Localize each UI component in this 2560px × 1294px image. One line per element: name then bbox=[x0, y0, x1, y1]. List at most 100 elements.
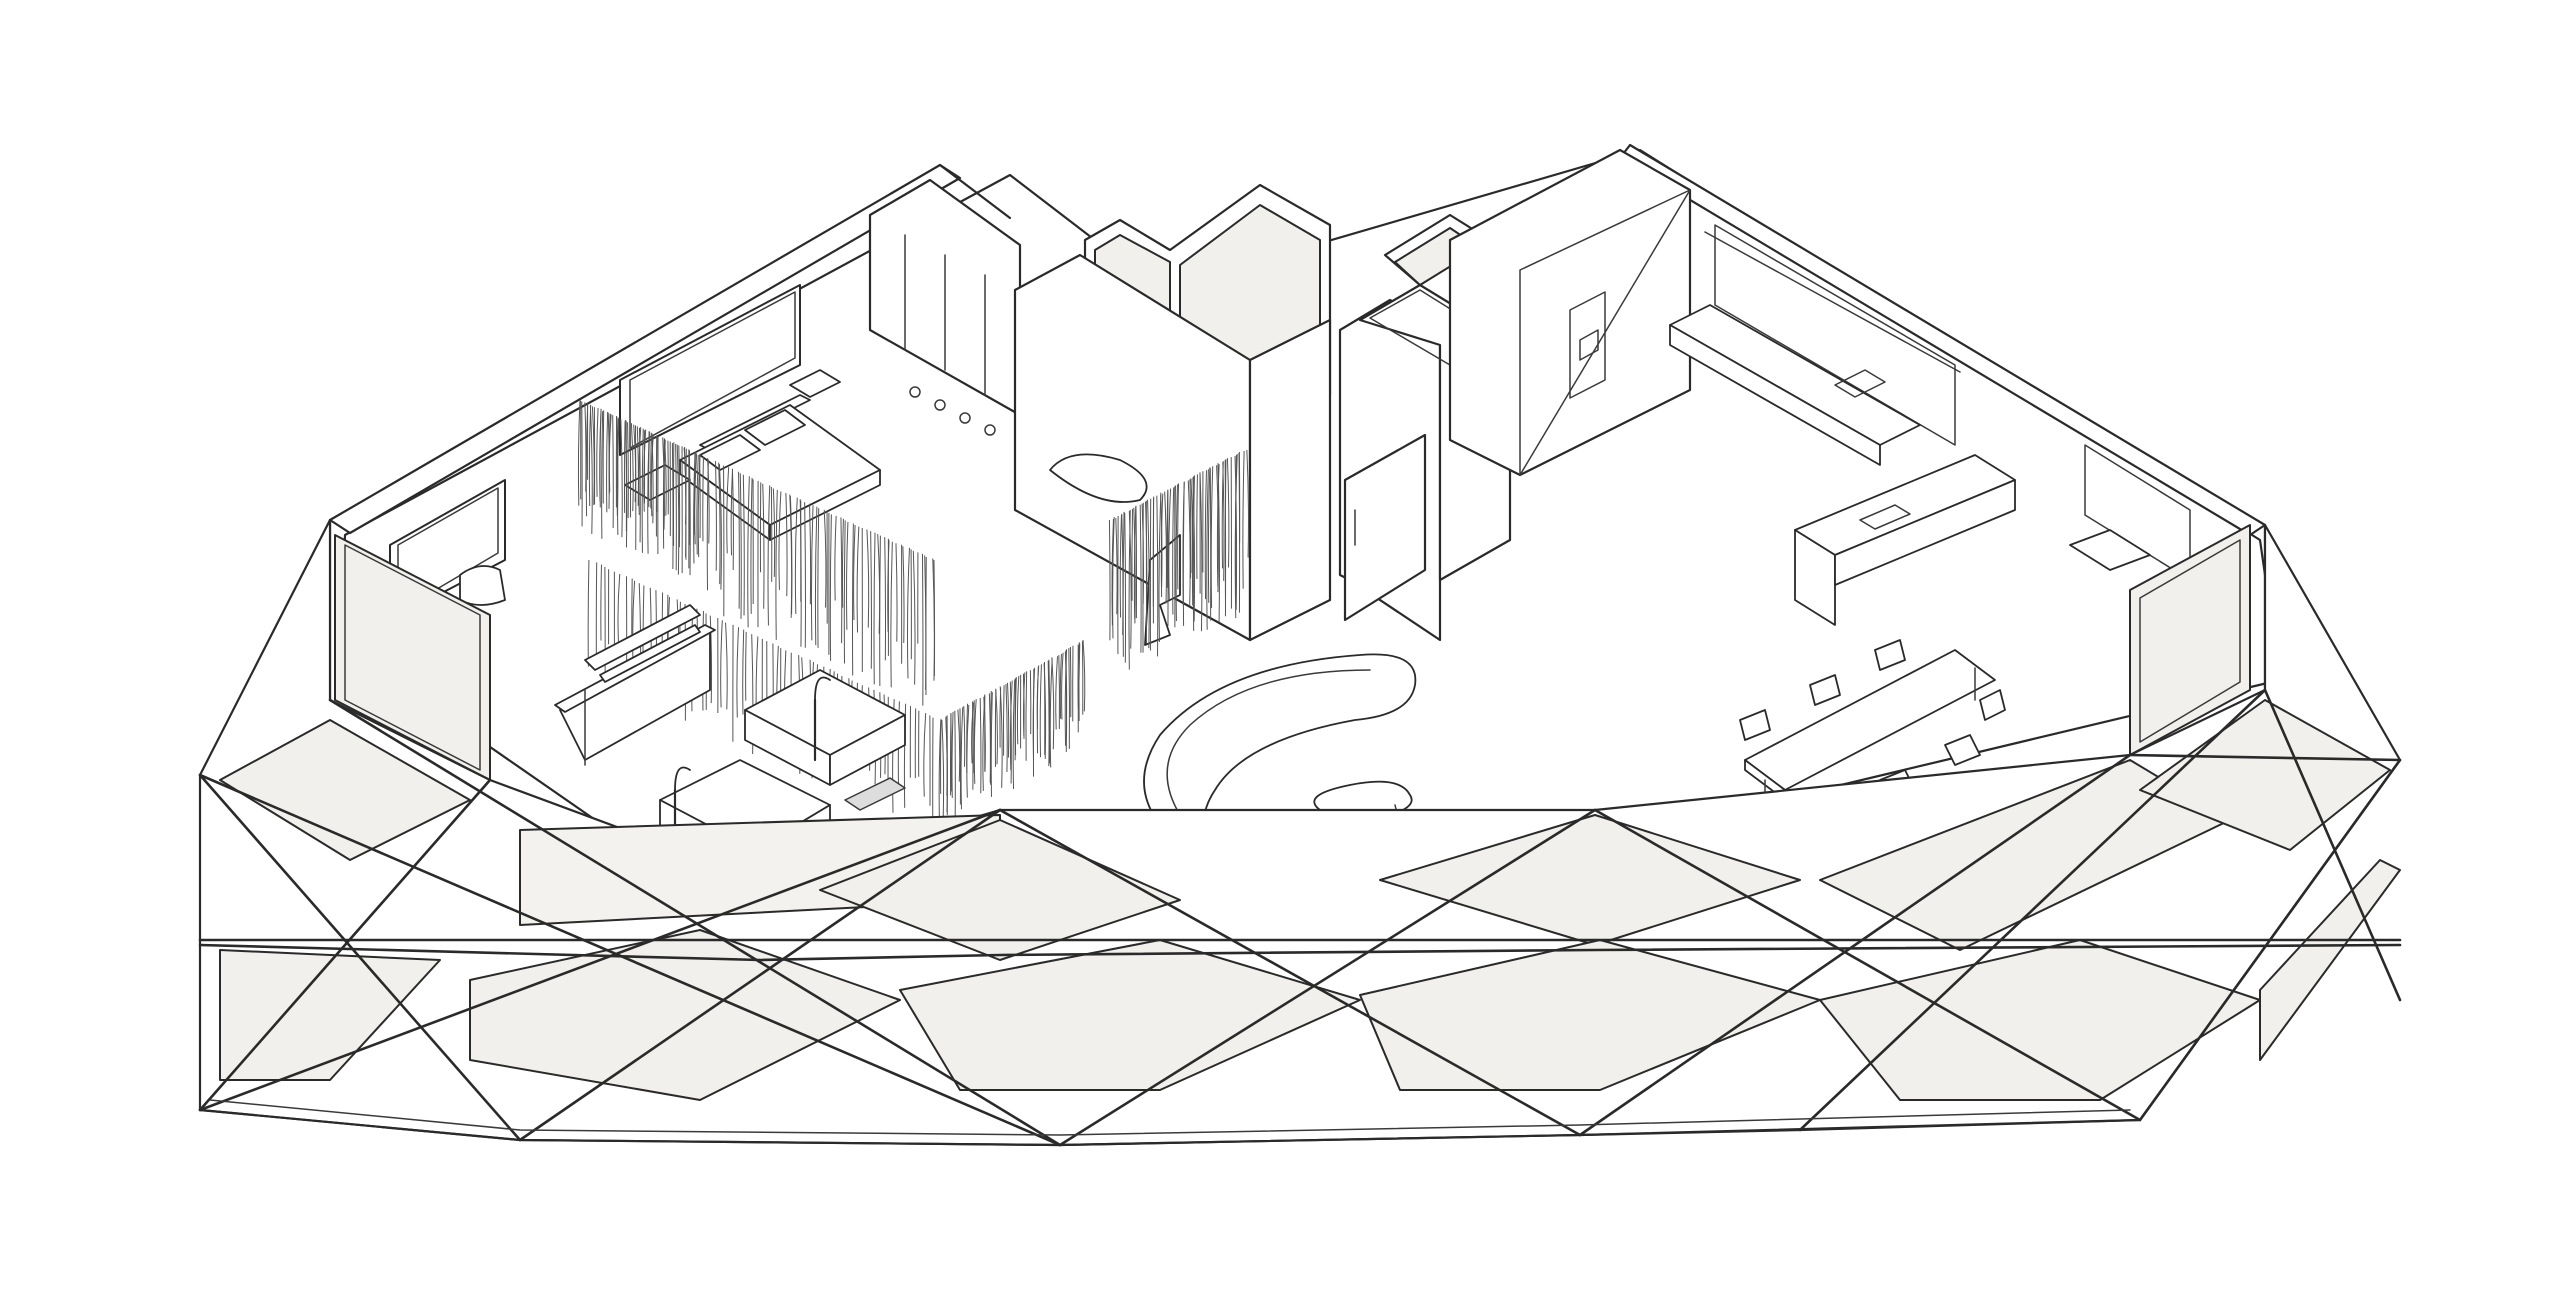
plant-strand bbox=[1055, 656, 1059, 730]
plant-strand bbox=[1172, 487, 1175, 615]
plant-strand bbox=[1005, 684, 1008, 773]
plant-strand bbox=[1175, 484, 1179, 621]
plant-strand bbox=[694, 453, 698, 545]
plant-strand bbox=[1158, 492, 1162, 642]
plant-strand bbox=[1234, 454, 1238, 619]
plant-strand bbox=[1196, 474, 1198, 580]
plant-strand bbox=[720, 620, 723, 708]
plant-strand bbox=[709, 615, 713, 704]
plant-strand bbox=[1174, 485, 1176, 594]
plant-strand bbox=[750, 477, 753, 614]
plant-strand bbox=[789, 496, 793, 615]
plant-strand bbox=[866, 529, 870, 628]
plant-strand bbox=[785, 493, 788, 597]
plant-strand bbox=[638, 427, 642, 515]
plant-strand bbox=[602, 410, 605, 504]
plant-strand bbox=[840, 517, 843, 644]
plant-strand bbox=[1023, 672, 1026, 737]
plant-strand bbox=[1199, 473, 1203, 632]
plant-strand bbox=[620, 419, 623, 538]
plant-strand bbox=[814, 506, 818, 646]
plant-strand bbox=[731, 468, 734, 570]
lattice-members bbox=[198, 688, 2402, 1147]
plant-strand bbox=[1156, 495, 1159, 657]
plant-strand bbox=[608, 414, 612, 492]
plant-strand bbox=[606, 411, 609, 513]
plant-strand bbox=[663, 439, 666, 516]
plant-strand bbox=[1002, 685, 1005, 756]
plant-strand bbox=[1078, 643, 1081, 722]
plant-strand bbox=[627, 422, 629, 518]
plant-strand bbox=[1012, 679, 1016, 789]
plant-strand bbox=[1058, 655, 1060, 730]
plant-strand bbox=[630, 423, 634, 512]
plant-strand bbox=[1006, 682, 1010, 758]
plant-strand bbox=[902, 546, 905, 643]
closet-hangers bbox=[909, 386, 996, 436]
plant-strand bbox=[960, 707, 964, 810]
plant-strand bbox=[923, 713, 927, 797]
plant-strand bbox=[730, 470, 733, 556]
plant-strand bbox=[1077, 642, 1080, 709]
plant-strand bbox=[715, 461, 717, 571]
plant-strand bbox=[1135, 505, 1138, 619]
plant-strand bbox=[879, 535, 881, 687]
plant-strand bbox=[641, 428, 644, 553]
plant-strand bbox=[1234, 456, 1238, 610]
plant-strand bbox=[1009, 680, 1013, 771]
plant-strand bbox=[890, 541, 893, 688]
plant-strand bbox=[738, 471, 740, 609]
kitchen bbox=[1669, 304, 2151, 626]
plant-strand bbox=[810, 505, 814, 641]
plant-strand bbox=[1217, 463, 1220, 623]
plant-strand bbox=[648, 431, 651, 508]
plant-strand bbox=[1226, 458, 1230, 568]
plant-strand bbox=[1192, 475, 1195, 631]
plant-strand bbox=[772, 488, 776, 577]
plant-strand bbox=[718, 462, 721, 585]
plant-strand bbox=[767, 485, 771, 626]
plant-strand bbox=[585, 403, 589, 517]
plant-strand bbox=[1189, 479, 1192, 579]
plant-strand bbox=[959, 708, 962, 805]
plant-strand bbox=[989, 691, 992, 785]
faceted-facade bbox=[198, 518, 2402, 1147]
plant-strand bbox=[999, 686, 1003, 788]
plant-strand bbox=[1048, 659, 1051, 764]
plant-strand bbox=[617, 573, 621, 642]
plant-strand bbox=[736, 627, 740, 718]
plant-strand bbox=[742, 474, 745, 616]
plant-strand bbox=[906, 547, 910, 679]
plant-strand bbox=[1014, 677, 1017, 756]
plant-strand bbox=[884, 537, 887, 661]
plant-strand bbox=[1108, 519, 1111, 641]
plant-strand bbox=[587, 559, 590, 667]
plant-strand bbox=[1216, 465, 1219, 593]
plant-strand bbox=[1131, 508, 1134, 601]
plant-strand bbox=[829, 514, 832, 661]
plant-strand bbox=[699, 454, 701, 539]
plant-strand bbox=[775, 489, 778, 640]
plant-strand bbox=[601, 411, 604, 539]
plant-strand bbox=[1206, 469, 1209, 630]
plant-strand bbox=[973, 699, 977, 784]
plant-strand bbox=[1242, 451, 1245, 589]
plant-strand bbox=[706, 459, 709, 591]
plant-strand bbox=[856, 526, 860, 633]
plant-strand bbox=[612, 415, 614, 529]
plant-strand bbox=[762, 483, 765, 609]
plant-strand bbox=[1119, 514, 1122, 618]
plant-strand bbox=[895, 543, 898, 642]
plant-strand bbox=[990, 692, 993, 797]
plant-strand bbox=[1064, 649, 1068, 746]
plant-strand bbox=[804, 502, 806, 648]
plant-strand bbox=[853, 524, 856, 621]
plant-strand bbox=[963, 706, 966, 767]
plant-strand bbox=[662, 438, 665, 549]
plant-strand bbox=[951, 711, 954, 798]
plant-strand bbox=[1049, 658, 1053, 768]
plant-strand bbox=[912, 550, 916, 685]
plant-strand bbox=[650, 434, 654, 517]
plant-strand bbox=[1224, 459, 1227, 606]
